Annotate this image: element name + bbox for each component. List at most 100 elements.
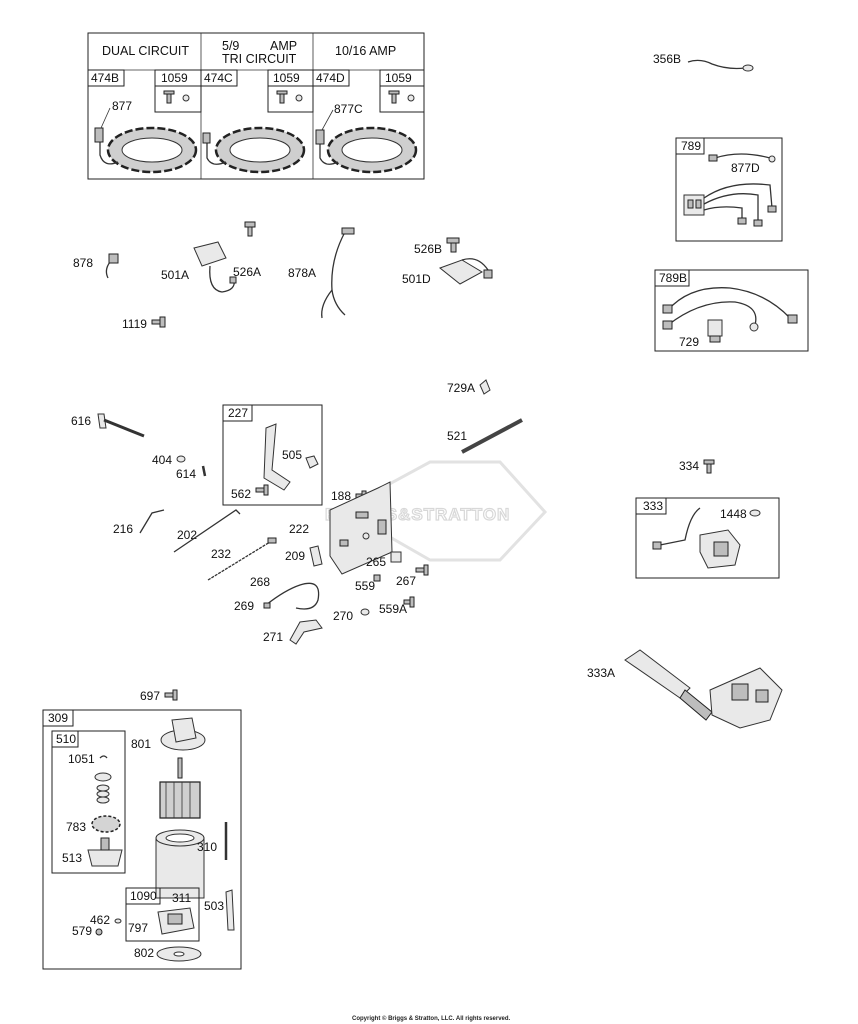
svg-text:232: 232 [211, 547, 231, 561]
part-334: 334 [679, 459, 715, 474]
svg-text:503: 503 [204, 899, 224, 913]
svg-text:404: 404 [152, 453, 172, 467]
label-877C: 877C [334, 102, 363, 116]
part-222: 222 [289, 522, 309, 536]
svg-text:333: 333 [643, 499, 663, 513]
starter-309: 309 510 1051 783 513 801 [42, 709, 242, 970]
cell-474B: 474B [91, 71, 119, 85]
part-501D: 501D [402, 258, 493, 286]
svg-text:521: 521 [447, 429, 467, 443]
svg-text:801: 801 [131, 737, 151, 751]
svg-text:271: 271 [263, 630, 283, 644]
part-227: 227 505 562 [222, 404, 323, 506]
svg-text:526A: 526A [233, 265, 261, 279]
svg-text:783: 783 [66, 820, 86, 834]
label-877: 877 [112, 99, 132, 113]
svg-text:614: 614 [176, 467, 196, 481]
svg-text:310: 310 [197, 840, 217, 854]
part-404: 404 [152, 453, 186, 467]
part-559: 559 [355, 574, 381, 593]
part-878: 878 [73, 253, 119, 279]
svg-text:309: 309 [48, 711, 68, 725]
part-501A: 501A [161, 241, 237, 293]
svg-text:510: 510 [56, 732, 76, 746]
svg-text:526B: 526B [414, 242, 442, 256]
svg-text:268: 268 [250, 575, 270, 589]
part-202: 202 [173, 509, 241, 553]
part-271: 271 [263, 619, 323, 645]
part-526B: 526B [414, 237, 460, 256]
svg-text:559: 559 [355, 579, 375, 593]
svg-text:513: 513 [62, 851, 82, 865]
header-5-9: 5/9 [222, 39, 239, 53]
svg-text:202: 202 [177, 528, 197, 542]
part-521: 521 [447, 418, 523, 454]
part-697: 697 [140, 689, 178, 703]
header-amp: AMP [270, 39, 297, 53]
control-bracket [329, 481, 393, 575]
part-614: 614 [176, 465, 207, 481]
svg-text:269: 269 [234, 599, 254, 613]
svg-text:1090: 1090 [130, 889, 157, 903]
part-1119: 1119 [122, 316, 166, 331]
part-270: 270 [333, 608, 370, 623]
svg-text:729: 729 [679, 335, 699, 349]
stator-table: DUAL CIRCUIT 5/9 AMP TRI CIRCUIT 10/16 A… [87, 32, 425, 180]
svg-text:878A: 878A [288, 266, 316, 280]
svg-text:222: 222 [289, 522, 309, 536]
part-216: 216 [113, 509, 165, 536]
svg-text:797: 797 [128, 921, 148, 935]
starter-housing [155, 829, 205, 899]
svg-text:356B: 356B [653, 52, 681, 66]
svg-text:270: 270 [333, 609, 353, 623]
svg-text:501A: 501A [161, 268, 189, 282]
svg-text:1051: 1051 [68, 752, 95, 766]
svg-text:501D: 501D [402, 272, 431, 286]
header-tri-circuit: TRI CIRCUIT [222, 52, 297, 66]
svg-text:267: 267 [396, 574, 416, 588]
copyright-text: Copyright © Briggs & Stratton, LLC. All … [352, 1015, 511, 1022]
part-209: 209 [285, 545, 323, 567]
svg-text:334: 334 [679, 459, 699, 473]
part-729A: 729A [447, 379, 491, 395]
stator-474B [94, 126, 198, 174]
stator-474C [202, 126, 306, 174]
svg-text:616: 616 [71, 414, 91, 428]
svg-text:1119: 1119 [122, 317, 147, 331]
part-878A: 878A [288, 227, 355, 319]
svg-text:333A: 333A [587, 666, 615, 680]
part-268: 268 [250, 575, 270, 589]
svg-text:265: 265 [366, 555, 386, 569]
svg-text:789: 789 [681, 139, 701, 153]
svg-text:559A: 559A [379, 602, 407, 616]
svg-text:729A: 729A [447, 381, 475, 395]
svg-text:209: 209 [285, 549, 305, 563]
svg-text:505: 505 [282, 448, 302, 462]
cell-1059-c: 1059 [385, 71, 412, 85]
part-267: 267 [396, 564, 429, 588]
svg-text:462: 462 [90, 913, 110, 927]
part-526A: 526A [233, 221, 261, 279]
svg-text:216: 216 [113, 522, 133, 536]
svg-text:579: 579 [72, 924, 92, 938]
svg-text:802: 802 [134, 946, 154, 960]
svg-text:878: 878 [73, 256, 93, 270]
svg-text:311: 311 [172, 891, 191, 905]
stator-474D [315, 126, 418, 174]
svg-text:562: 562 [231, 487, 251, 501]
cell-1059-b: 1059 [273, 71, 300, 85]
cell-474C: 474C [204, 71, 233, 85]
part-269: 269 [234, 582, 320, 613]
header-dual-circuit: DUAL CIRCUIT [102, 44, 189, 58]
svg-text:227: 227 [228, 406, 248, 420]
svg-text:188: 188 [331, 489, 351, 503]
part-333: 333 1448 [635, 497, 780, 579]
part-265: 265 [366, 551, 402, 569]
svg-text:877D: 877D [731, 161, 760, 175]
part-232: 232 [207, 537, 277, 581]
part-789B: 789B 729 [654, 269, 809, 352]
part-356B: 356B [653, 52, 754, 72]
part-616: 616 [71, 413, 145, 438]
cell-474D: 474D [316, 71, 345, 85]
